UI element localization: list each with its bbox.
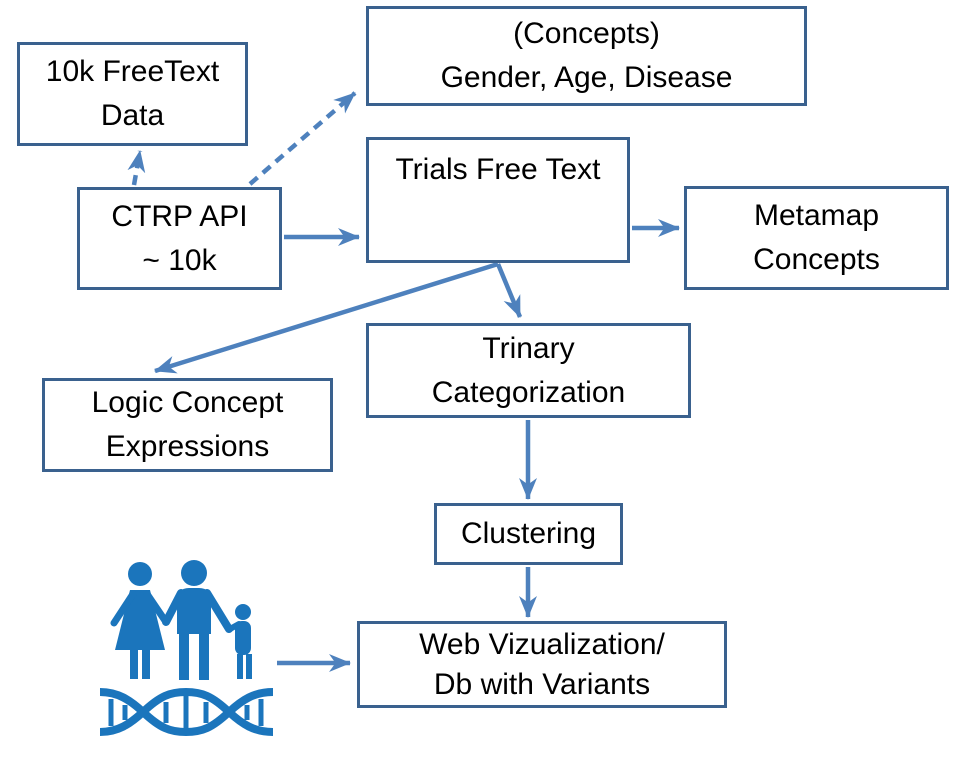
- child-figure: [227, 604, 252, 679]
- node-label: ~ 10k: [142, 243, 217, 277]
- node-trinary-categorization: Trinary Categorization: [366, 323, 691, 418]
- node-label: Metamap: [753, 199, 880, 232]
- node-logic-concept-expressions: Logic Concept Expressions: [42, 378, 333, 472]
- node-clustering: Clustering: [434, 503, 623, 565]
- family-dna-icon: [99, 560, 274, 737]
- node-ctrp-api: CTRP API ~ 10k: [77, 187, 282, 290]
- arrow-ctrp-api-to-concepts: [248, 91, 357, 186]
- node-label: Gender, Age, Disease: [440, 61, 733, 94]
- node-label: Trinary: [482, 331, 575, 365]
- dna-helix-icon: [99, 687, 274, 737]
- woman-figure: [110, 562, 170, 679]
- node-label: 10k FreeText: [45, 55, 220, 88]
- arrow-trials-to-logic-concept-expressions: [154, 261, 499, 374]
- node-label: Clustering: [460, 517, 597, 550]
- node-label: (Concepts): [513, 17, 660, 50]
- node-web-viz: Web Vizualization/ Db with Variants: [357, 621, 727, 708]
- node-label: Web Vizualization/: [419, 627, 665, 661]
- node-label: Db with Variants: [433, 667, 651, 701]
- node-label: Logic Concept: [91, 386, 284, 419]
- man-figure: [162, 560, 233, 680]
- node-label: Trials Free Text: [395, 153, 601, 186]
- node-metamap-concepts: Metamap Concepts: [684, 186, 949, 290]
- arrow-ctrp-api-to-freetext-data: [127, 150, 146, 186]
- node-label: CTRP API: [111, 199, 248, 233]
- node-label: Data: [100, 99, 165, 132]
- node-label: Expressions: [105, 430, 270, 463]
- node-concepts: (Concepts) Gender, Age, Disease: [366, 6, 807, 106]
- node-trials-free-text: Trials Free Text: [366, 137, 630, 263]
- node-label: Concepts: [753, 243, 880, 276]
- arrow-trials-to-trinary-categorization: [495, 263, 523, 318]
- node-label: Categorization: [431, 375, 626, 409]
- node-freetext-data: 10k FreeText Data: [17, 42, 248, 146]
